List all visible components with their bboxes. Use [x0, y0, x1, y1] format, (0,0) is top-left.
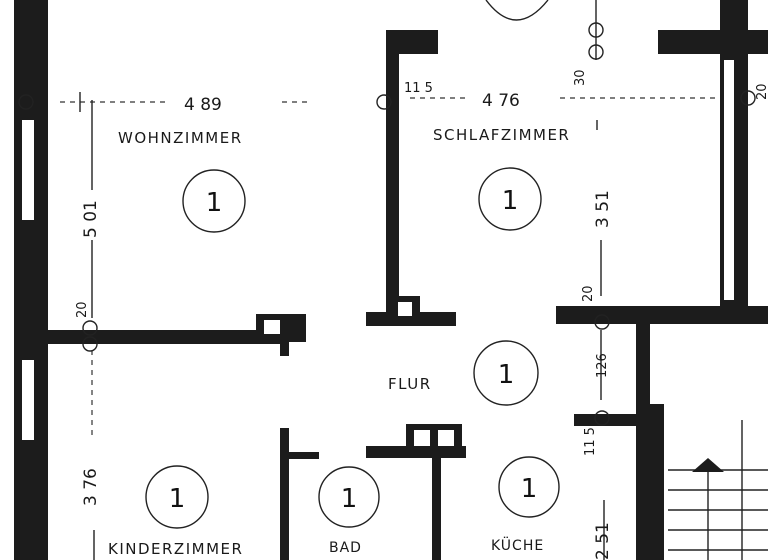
kueche-label: KÜCHE — [491, 536, 544, 554]
flur-label: FLUR — [388, 375, 432, 393]
dim-wohnzimmer-height: 5 01 — [81, 200, 101, 238]
room-number-circles: 1 1 1 1 1 1 — [145, 167, 560, 529]
dim-wall-30: 30 — [573, 69, 588, 86]
dim-kinderzimmer-height: 3 76 — [81, 468, 101, 506]
dim-schlafzimmer-height: 3 51 — [593, 190, 613, 228]
wall-flur-right-outer — [650, 404, 664, 560]
wall-markers — [18, 22, 756, 426]
kinderzimmer-label: KINDERZIMMER — [108, 540, 243, 558]
wohnzimmer-label: WOHNZIMMER — [118, 129, 243, 147]
dim-wohnzimmer-width: 4 89 — [184, 95, 222, 115]
outer-wall-left — [14, 0, 40, 560]
bad-label: BAD — [329, 540, 362, 556]
wall-bad-right — [432, 440, 441, 560]
dim-wall-115-lower: 11 5 — [583, 427, 598, 456]
dim-wall-20-mid: 20 — [581, 285, 596, 302]
dim-flur-height: 126 — [595, 353, 610, 378]
wall-top-right — [658, 30, 768, 54]
kinderzimmer-number: 1 — [169, 484, 186, 514]
kueche-number: 1 — [521, 474, 538, 504]
schlafzimmer-label: SCHLAFZIMMER — [433, 126, 570, 144]
wall-bad-left — [280, 428, 289, 560]
wall-schlaf-top-left — [386, 30, 438, 54]
dimension-lines — [60, 0, 768, 560]
room-labels: WOHNZIMMER SCHLAFZIMMER FLUR KINDERZIMME… — [108, 126, 570, 558]
walls — [14, 0, 768, 560]
wall-bad-top — [289, 452, 319, 459]
dim-wall-115-top: 11 5 — [404, 81, 433, 96]
outer-wall-left-inner — [40, 0, 48, 560]
wall-flur-right — [636, 318, 650, 560]
wohnzimmer-number: 1 — [206, 188, 223, 218]
wall-flur-right-top — [556, 306, 768, 324]
dim-wall-20-left: 20 — [75, 301, 90, 318]
bad-number: 1 — [341, 484, 358, 514]
stair-arrow-icon — [692, 458, 724, 472]
wall-wohn-kinder — [22, 330, 280, 344]
wall-pillar-left-down — [280, 330, 289, 356]
flur-number: 1 — [498, 360, 515, 390]
dim-kueche-height: 2 51 — [593, 522, 613, 560]
door-arc-top — [485, 0, 549, 21]
schlafzimmer-number: 1 — [502, 186, 519, 216]
dim-schlafzimmer-width: 4 76 — [482, 91, 520, 111]
wall-schlaf-left — [386, 34, 399, 324]
dimension-texts: 4 89 5 01 4 76 3 51 3 76 2 51 126 11 5 3… — [75, 69, 768, 560]
dim-wall-20-right: 20 — [755, 83, 768, 100]
wall-kueche-top — [574, 414, 640, 426]
